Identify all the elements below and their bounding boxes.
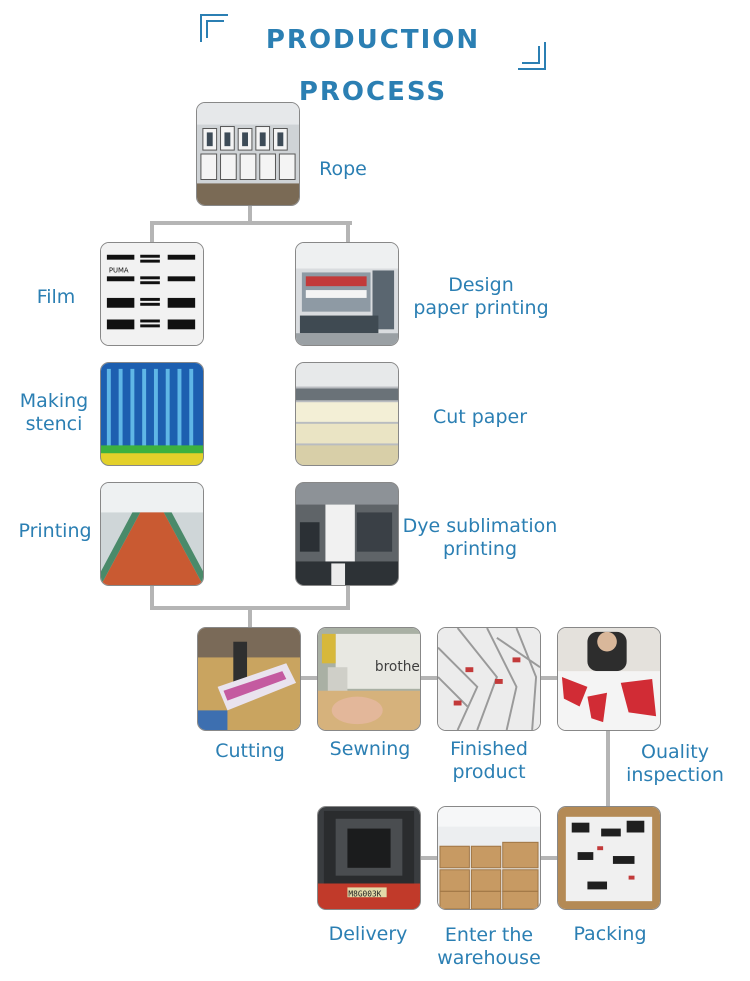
step-label-dye: Dye sublimation printing [402,515,558,560]
title-frame: PRODUCTION PROCESS [200,14,546,107]
corner-decoration [206,20,224,38]
sewing-photo: brother [317,627,421,731]
corner-decoration [518,42,546,70]
film-photo: PUMA [100,242,204,346]
step-label-printing: Printing [18,520,92,542]
step-label-sewing: Sewning [329,738,411,760]
truck-plate-text: M8G003K [348,889,381,898]
connector-line [346,584,350,610]
connector-line [540,856,560,860]
connector-line [152,221,352,225]
film-brand-text: PUMA [109,266,129,274]
corner-decoration [522,46,540,64]
cutting-photo [197,627,301,731]
step-label-packing: Packing [573,923,647,945]
warehouse-photo [437,806,541,910]
rope-spools-photo [196,102,300,206]
finished-product-photo [437,627,541,731]
step-label-film: Film [36,286,76,308]
design-paper-printing-photo [295,242,399,346]
connector-line [248,606,252,628]
dye-sublimation-photo [295,482,399,586]
step-label-quality: Ouality inspection [626,741,724,786]
page-title: PRODUCTION PROCESS [265,25,481,107]
step-label-stencil: Making stenci [19,390,89,435]
step-label-delivery: Delivery [328,923,408,945]
connector-line [540,676,560,680]
cut-paper-photo [295,362,399,466]
printing-line-photo [100,482,204,586]
step-label-design: Design paper printing [413,274,549,319]
connector-line [420,676,440,680]
packing-photo [557,806,661,910]
connector-line [248,206,252,224]
connector-line [606,730,610,806]
step-label-cut-paper: Cut paper [432,406,528,428]
connector-line [150,221,154,243]
step-label-cutting: Cutting [215,740,285,762]
step-label-warehouse: Enter the warehouse [437,924,541,969]
making-stencil-photo [100,362,204,466]
step-label-finished: Finished product [450,738,528,783]
sewing-brand-text: brother [375,659,420,675]
connector-line [420,856,440,860]
connector-line [346,221,350,243]
delivery-truck-photo: M8G003K [317,806,421,910]
connector-line [300,676,320,680]
connector-line [150,584,154,610]
step-label-rope: Rope [319,158,367,180]
quality-inspection-photo [557,627,661,731]
corner-decoration [200,14,228,42]
